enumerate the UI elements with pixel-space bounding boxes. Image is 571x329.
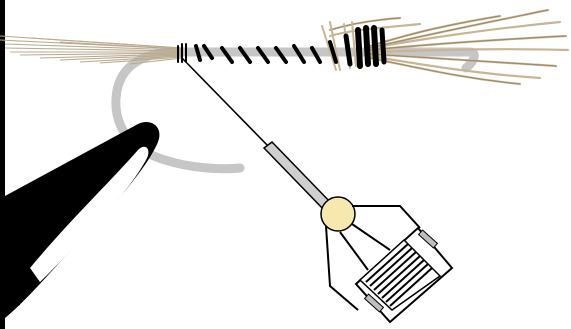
- vise-jaw: [5, 122, 160, 318]
- bobbin-knob: [320, 196, 356, 232]
- bobbin-icon: [354, 226, 454, 324]
- bobbin-tube: [262, 141, 336, 213]
- wing-fibers: [321, 8, 570, 86]
- tail-fibers: [0, 35, 183, 65]
- vise-bar: [0, 0, 5, 329]
- thread-wraps: [177, 25, 387, 69]
- bobbin-thread: [181, 57, 271, 149]
- bobbin-frame: [325, 205, 421, 311]
